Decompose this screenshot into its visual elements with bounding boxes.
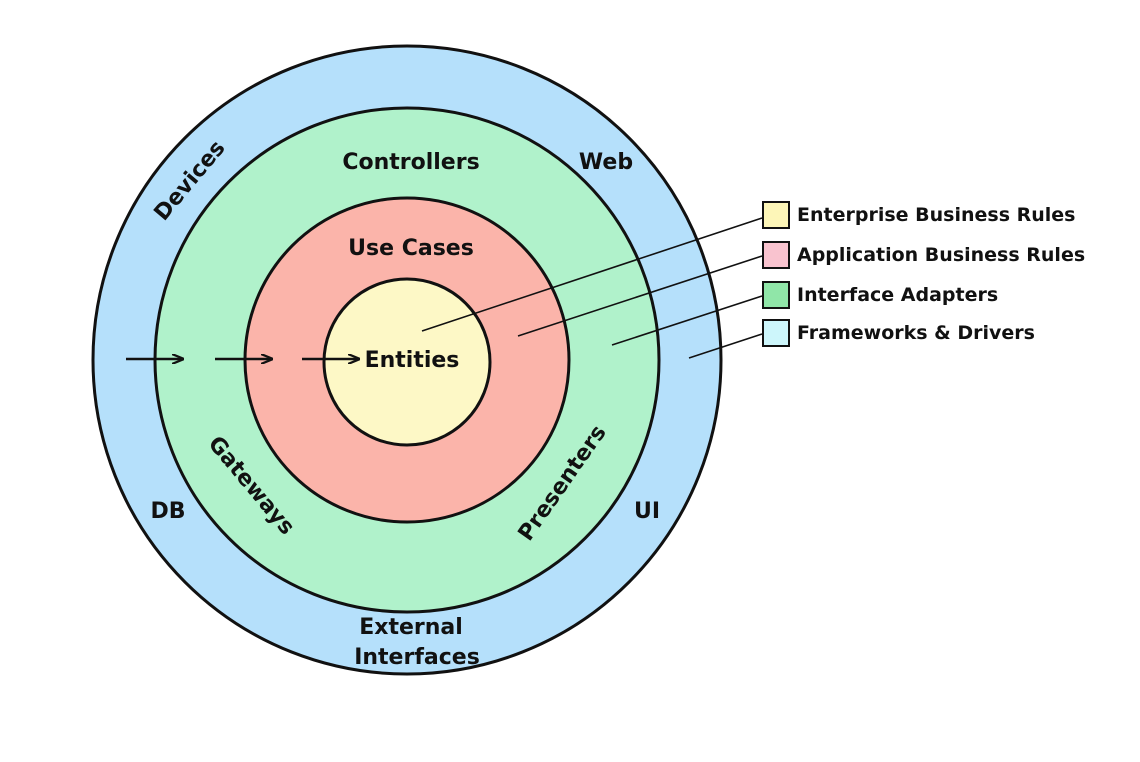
legend-swatch-application <box>762 241 790 269</box>
leader-line-adapters <box>611 295 763 346</box>
legend-label-enterprise: Enterprise Business Rules <box>797 204 1075 226</box>
label-use-cases: Use Cases <box>348 236 474 261</box>
leader-line-frameworks <box>688 333 763 359</box>
label-external-line2: Interfaces <box>354 645 480 670</box>
legend-label-adapters: Interface Adapters <box>797 284 998 306</box>
legend-label-frameworks: Frameworks & Drivers <box>797 322 1035 344</box>
label-external-line1: External <box>359 615 463 640</box>
label-web: Web <box>579 150 633 175</box>
label-controllers: Controllers <box>342 150 479 175</box>
legend-label-application: Application Business Rules <box>797 244 1085 266</box>
legend: Enterprise Business Rules Application Bu… <box>762 201 1085 347</box>
label-db: DB <box>150 499 185 524</box>
label-ui: UI <box>634 499 660 524</box>
label-entities: Entities <box>365 348 460 373</box>
legend-swatch-frameworks <box>762 319 790 347</box>
entities-circle <box>322 277 492 447</box>
legend-swatch-adapters <box>762 281 790 309</box>
legend-swatch-enterprise <box>762 201 790 229</box>
leader-line-application <box>517 255 763 337</box>
leader-line-enterprise <box>421 217 763 332</box>
